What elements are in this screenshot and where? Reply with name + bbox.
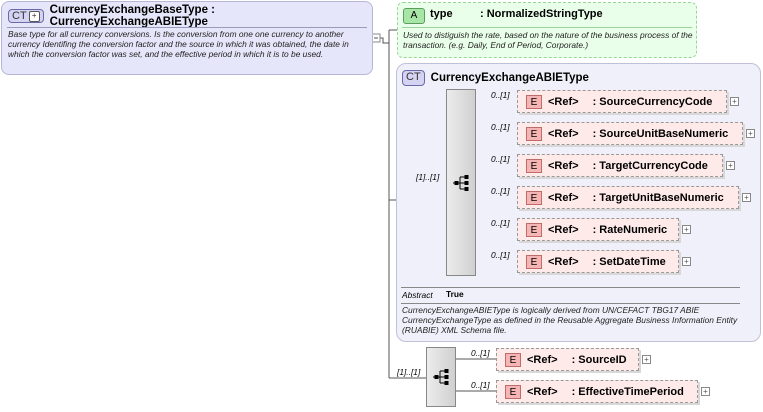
element-name: : EffectiveTimePeriod xyxy=(571,385,684,398)
attribute-type: : NormalizedStringType xyxy=(480,8,603,20)
sequence-icon xyxy=(453,174,469,191)
element-cardinality: 0..[1] xyxy=(491,90,510,100)
attribute-name: type xyxy=(430,8,453,20)
element-target-unit-base-numeric[interactable]: E <Ref> : TargetUnitBaseNumeric xyxy=(517,186,739,209)
element-cardinality: 0..[1] xyxy=(491,154,510,164)
sequence-cardinality: [1]..[1] xyxy=(397,367,421,377)
element-name: : SourceUnitBaseNumeric xyxy=(592,127,729,140)
element-badge: E xyxy=(526,254,542,269)
base-type-header: CT CurrencyExchangeABIEType xyxy=(402,70,589,86)
element-ref: <Ref> xyxy=(548,127,579,140)
base-type-documentation: CurrencyExchangeABIEType is logically de… xyxy=(402,305,738,335)
divider xyxy=(402,27,692,28)
element-cardinality: 0..[1] xyxy=(491,186,510,196)
element-name: : SourceID xyxy=(571,353,627,366)
element-badge: E xyxy=(505,352,521,367)
element-source-unit-base-numeric[interactable]: E <Ref> : SourceUnitBaseNumeric xyxy=(517,122,743,145)
complex-type-badge-text: CT xyxy=(12,10,27,22)
abstract-label: Abstract xyxy=(402,290,433,300)
element-ref: <Ref> xyxy=(548,95,579,108)
element-badge: E xyxy=(526,126,542,141)
abstract-value: True xyxy=(446,289,464,299)
expand-icon[interactable]: + xyxy=(682,257,691,266)
base-type-badge: CT xyxy=(402,70,425,86)
element-source-currency-code[interactable]: E <Ref> : SourceCurrencyCode xyxy=(517,90,727,113)
expand-icon[interactable]: + xyxy=(701,387,710,396)
element-badge: E xyxy=(505,384,521,399)
element-badge: E xyxy=(526,222,542,237)
element-cardinality: 0..[1] xyxy=(491,122,510,132)
element-cardinality: 0..[1] xyxy=(491,250,510,260)
element-cardinality: 0..[1] xyxy=(491,218,510,228)
element-name: : SetDateTime xyxy=(592,255,666,268)
element-name: : TargetCurrencyCode xyxy=(592,159,708,172)
element-badge: E xyxy=(526,94,542,109)
element-name: : SourceCurrencyCode xyxy=(592,95,713,108)
attribute-badge: A xyxy=(403,8,425,24)
divider xyxy=(401,303,740,304)
element-name: : RateNumeric xyxy=(592,223,668,236)
element-ref: <Ref> xyxy=(548,223,579,236)
sequence-compositor[interactable] xyxy=(446,89,476,276)
element-ref: <Ref> xyxy=(527,353,558,366)
divider xyxy=(401,287,740,288)
element-ref: <Ref> xyxy=(548,255,579,268)
base-type-title: CurrencyExchangeABIEType xyxy=(430,72,589,84)
expand-icon[interactable]: + xyxy=(746,129,755,138)
element-badge: E xyxy=(526,158,542,173)
complex-type-box[interactable]: CT + CurrencyExchangeBaseType : Currency… xyxy=(1,1,373,75)
plus-icon: + xyxy=(28,10,40,22)
expand-icon[interactable]: + xyxy=(742,193,751,202)
element-source-id[interactable]: E <Ref> : SourceID xyxy=(496,348,639,371)
expand-icon[interactable]: + xyxy=(730,97,739,106)
element-cardinality: 0..[1] xyxy=(471,348,490,358)
element-name: : TargetUnitBaseNumeric xyxy=(592,191,724,204)
element-badge: E xyxy=(526,190,542,205)
sequence-compositor[interactable] xyxy=(426,347,456,407)
element-ref: <Ref> xyxy=(548,191,579,204)
complex-type-title: CurrencyExchangeBaseType : CurrencyExcha… xyxy=(49,4,215,28)
expand-icon[interactable]: + xyxy=(642,355,651,364)
complex-type-badge: CT + xyxy=(8,9,44,23)
element-set-date-time[interactable]: E <Ref> : SetDateTime xyxy=(517,250,679,273)
element-effective-time-period[interactable]: E <Ref> : EffectiveTimePeriod xyxy=(496,380,698,403)
sequence-cardinality: [1]..[1] xyxy=(416,172,440,182)
sequence-icon xyxy=(433,369,449,385)
attribute-box[interactable]: A type : NormalizedStringType Used to di… xyxy=(397,2,697,58)
attribute-documentation: Used to distiguish the rate, based on th… xyxy=(403,30,693,50)
expand-icon[interactable]: + xyxy=(682,225,691,234)
complex-type-header: CT + CurrencyExchangeBaseType : Currency… xyxy=(8,4,372,28)
divider xyxy=(7,27,367,28)
element-rate-numeric[interactable]: E <Ref> : RateNumeric xyxy=(517,218,679,241)
complex-type-documentation: Base type for all currency conversions. … xyxy=(8,29,349,59)
element-ref: <Ref> xyxy=(548,159,579,172)
element-target-currency-code[interactable]: E <Ref> : TargetCurrencyCode xyxy=(517,154,723,177)
element-ref: <Ref> xyxy=(527,385,558,398)
element-cardinality: 0..[1] xyxy=(471,380,490,390)
expand-icon[interactable]: + xyxy=(726,161,735,170)
